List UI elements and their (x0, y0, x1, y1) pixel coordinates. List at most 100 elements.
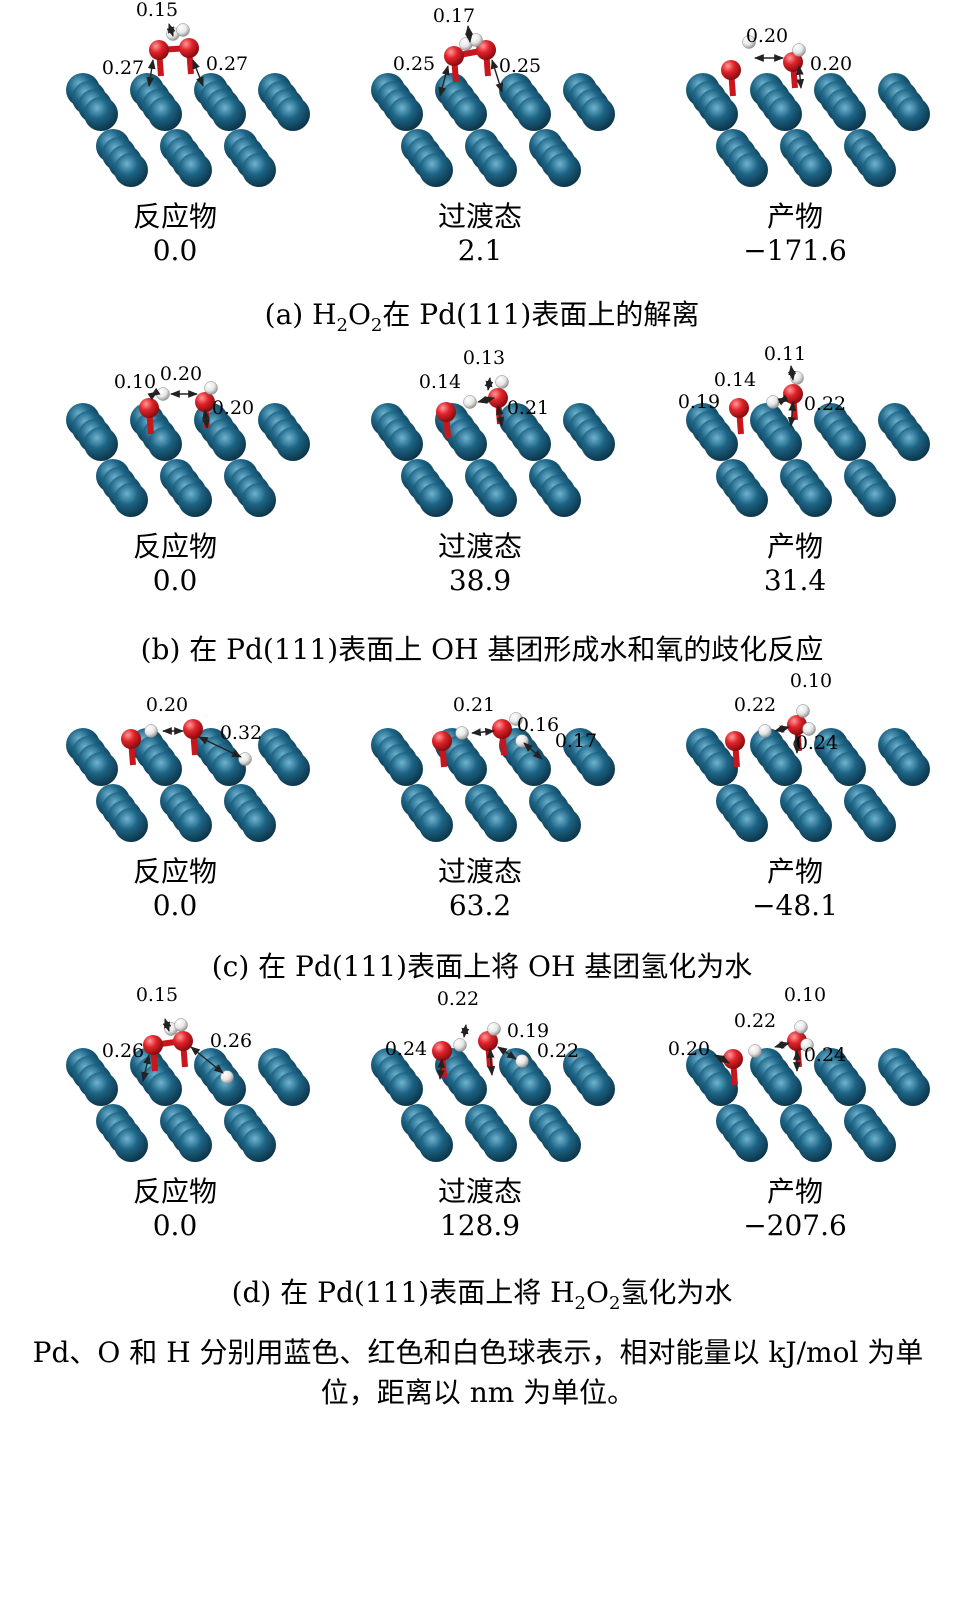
o-atom (173, 1031, 193, 1051)
o-atom (183, 719, 203, 739)
pd-atom (419, 483, 453, 517)
pd-atom (517, 752, 551, 786)
distance-arrow (465, 25, 473, 43)
distance-label: 0.13 (463, 347, 505, 369)
distance-arrow (477, 396, 495, 404)
pd-atom (798, 153, 832, 187)
pd-surface-cluster (686, 73, 930, 187)
o-atom (149, 40, 169, 60)
pd-atom (483, 1128, 517, 1162)
pd-surface-cluster (371, 403, 615, 517)
pd-atom (832, 752, 866, 786)
pd-atom (896, 752, 930, 786)
distance-arrow (486, 1048, 496, 1076)
pd-atom (148, 427, 182, 461)
state-label: 反应物 (133, 1175, 217, 1208)
pd-atom (178, 483, 212, 517)
o-atom (492, 719, 512, 739)
distance-arrow (495, 405, 505, 427)
h-atom (766, 395, 780, 409)
distance-label: 0.10 (790, 670, 832, 692)
h-atom (794, 1020, 808, 1034)
distance-label: 0.11 (764, 343, 806, 365)
state-label: 产物 (767, 855, 823, 888)
distance-label: 0.20 (146, 694, 188, 716)
pd-atom (798, 483, 832, 517)
pd-atom (84, 427, 118, 461)
o-atom (476, 40, 496, 60)
pd-atom (212, 97, 246, 131)
pd-atom (178, 1128, 212, 1162)
h-atom (238, 752, 252, 766)
relative-energy: 2.1 (458, 234, 503, 267)
distance-arrow (471, 727, 495, 737)
o-atom (139, 398, 159, 418)
pd-atom (517, 1072, 551, 1106)
distance-label: 0.20 (746, 25, 788, 47)
pd-atom (704, 97, 738, 131)
pd-atom (768, 1072, 802, 1106)
distance-label: 0.17 (555, 730, 597, 752)
state-label: 反应物 (133, 855, 217, 888)
pd-atom (276, 1072, 310, 1106)
o-atom (478, 1031, 498, 1051)
state-label: 过渡态 (438, 855, 522, 888)
distance-arrow (774, 1040, 790, 1050)
pd-surface-cluster (686, 728, 930, 842)
pd-atom (483, 483, 517, 517)
pd-atom (276, 427, 310, 461)
pd-atom (453, 752, 487, 786)
o-atom (783, 384, 803, 404)
relative-energy: −207.6 (743, 1209, 847, 1242)
adsorbate: 0.200.20 (721, 25, 852, 97)
h-atom (758, 724, 772, 738)
h-atom (792, 43, 806, 57)
pd-atom (734, 153, 768, 187)
pd-atom (896, 97, 930, 131)
o-atom (195, 392, 215, 412)
distance-label: 0.32 (220, 722, 262, 744)
o-atom (721, 60, 741, 80)
pd-atom (419, 153, 453, 187)
state-label: 反应物 (133, 200, 217, 233)
h-atom (509, 712, 523, 726)
pd-atom (768, 752, 802, 786)
relative-energy: 128.9 (440, 1209, 520, 1242)
pd-atom (242, 808, 276, 842)
o-atom (444, 46, 464, 66)
state-label: 过渡态 (438, 1175, 522, 1208)
h-atom (748, 1044, 762, 1058)
pd-atom (517, 427, 551, 461)
pd-atom (517, 97, 551, 131)
state-label: 反应物 (133, 530, 217, 563)
distance-arrow (436, 1058, 446, 1080)
relative-energy: 31.4 (764, 564, 826, 597)
distance-arrow (523, 742, 543, 760)
footnote-line-2: 位，距离以 nm 为单位。 (321, 1376, 635, 1409)
pd-atom (862, 153, 896, 187)
distance-label: 0.27 (206, 53, 248, 75)
pd-atom (798, 808, 832, 842)
pd-atom (483, 808, 517, 842)
distance-arrow (202, 409, 210, 429)
distance-arrow (497, 1046, 517, 1060)
pd-atom (581, 1072, 615, 1106)
relative-energy: 0.0 (153, 889, 198, 922)
pd-atom (832, 1072, 866, 1106)
o-atom (729, 398, 749, 418)
relative-energy: 38.9 (449, 564, 511, 597)
pd-atom (389, 427, 423, 461)
pd-atom (581, 97, 615, 131)
pd-atom (148, 97, 182, 131)
distance-arrow (141, 1054, 151, 1082)
pd-atom (832, 97, 866, 131)
distance-label: 0.26 (210, 1030, 252, 1052)
adsorbate: 0.210.160.17 (432, 694, 597, 768)
distance-label: 0.22 (437, 988, 479, 1010)
pd-surface-cluster (66, 728, 310, 842)
state-label: 过渡态 (438, 200, 522, 233)
